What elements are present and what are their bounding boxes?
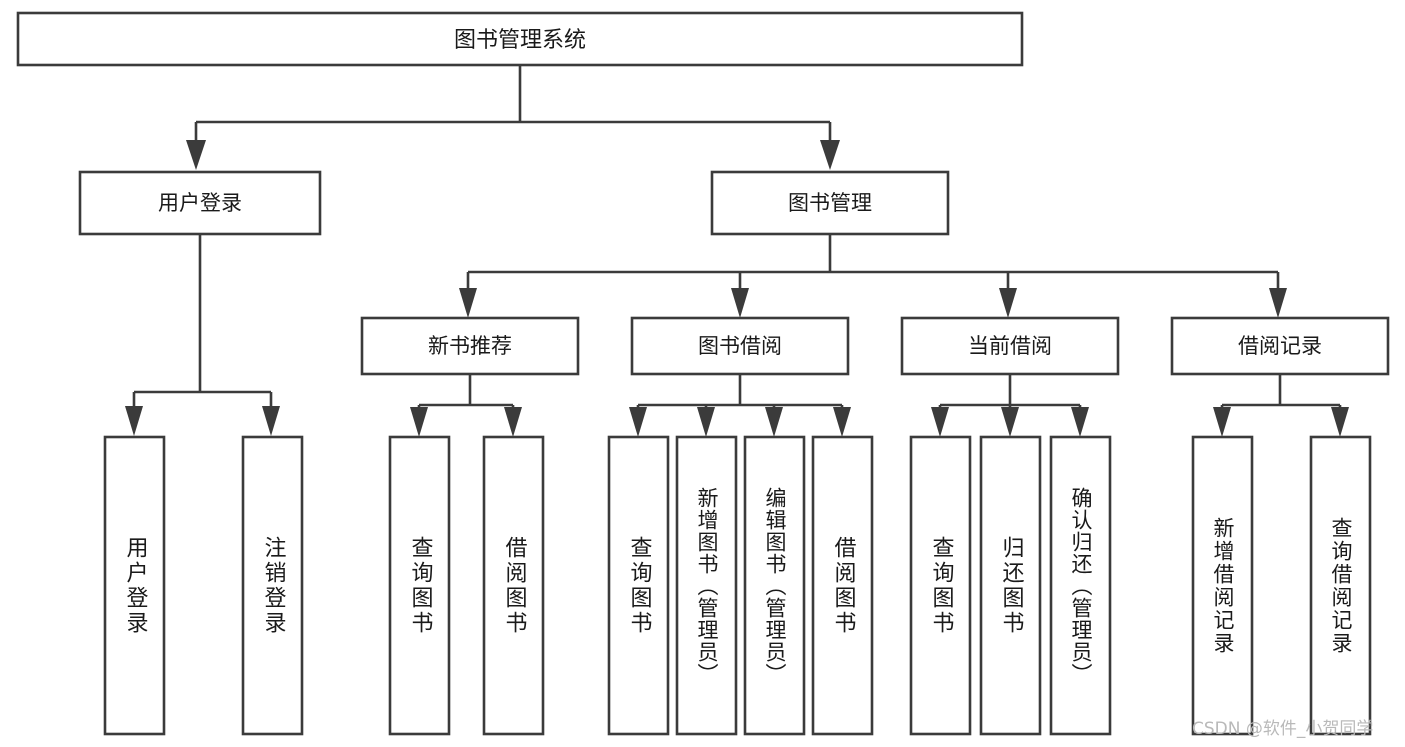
node-new-book-recommend-label: 新书推荐: [428, 334, 512, 358]
arrow-head-leaf-user-login: [125, 406, 143, 436]
arrow-head-user-login: [186, 140, 206, 170]
arrow-head-leaf-edit-book: [765, 407, 783, 437]
node-borrow-record-box[interactable]: [1170, 316, 1390, 376]
csdn-watermark: CSDN @软件_小贺同学: [1192, 719, 1374, 739]
node-leaf-logout-login-box[interactable]: [241, 435, 304, 736]
node-leaf-return-book-box[interactable]: [979, 435, 1042, 736]
node-book-management-box[interactable]: [710, 170, 950, 236]
node-leaf-add-borrow-record-box[interactable]: [1191, 435, 1254, 736]
arrow-head-leaf-borrow-book-1: [504, 407, 522, 437]
arrow-head-current-borrow: [999, 288, 1017, 318]
node-leaf-user-login-box[interactable]: [103, 435, 166, 736]
node-book-management-label: 图书管理: [788, 191, 872, 215]
arrow-head-leaf-logout-login: [262, 406, 280, 436]
arrow-head-leaf-confirm-return: [1071, 407, 1089, 437]
arrow-head-book-management: [820, 140, 840, 170]
node-leaf-query-book-1-box[interactable]: [388, 435, 451, 736]
arrow-head-leaf-query-book-2: [629, 407, 647, 437]
node-root-label: 图书管理系统: [454, 28, 586, 53]
node-leaf-query-borrow-record-box[interactable]: [1309, 435, 1372, 736]
arrow-head-leaf-borrow-book-2: [833, 407, 851, 437]
node-leaf-query-book-3-box[interactable]: [909, 435, 972, 736]
node-book-borrow-box[interactable]: [630, 316, 850, 376]
node-leaf-edit-book-box[interactable]: [743, 435, 806, 736]
node-leaf-query-book-2-box[interactable]: [607, 435, 670, 736]
node-current-borrow-label: 当前借阅: [968, 334, 1052, 358]
arrow-head-leaf-add-book: [697, 407, 715, 437]
node-borrow-record-label: 借阅记录: [1238, 334, 1322, 358]
node-new-book-recommend-box[interactable]: [360, 316, 580, 376]
node-leaf-borrow-book-2-box[interactable]: [811, 435, 874, 736]
arrow-head-book-borrow: [731, 288, 749, 318]
node-leaf-confirm-return-box[interactable]: [1049, 435, 1112, 736]
arrow-head-leaf-add-borrow-record: [1213, 407, 1231, 437]
arrow-head-leaf-return-book: [1001, 407, 1019, 437]
arrow-head-leaf-query-borrow-record: [1331, 407, 1349, 437]
node-current-borrow-box[interactable]: [900, 316, 1120, 376]
node-book-borrow-label: 图书借阅: [698, 334, 782, 358]
node-leaf-add-book-box[interactable]: [675, 435, 738, 736]
arrow-head-leaf-query-book-3: [931, 407, 949, 437]
node-leaf-borrow-book-1-box[interactable]: [482, 435, 545, 736]
node-root-box[interactable]: [16, 11, 1024, 67]
node-user-login-label: 用户登录: [158, 191, 242, 215]
arrow-head-leaf-query-book-1: [410, 407, 428, 437]
arrow-head-borrow-record: [1269, 288, 1287, 318]
arrow-head-new-book-recommend: [459, 288, 477, 318]
